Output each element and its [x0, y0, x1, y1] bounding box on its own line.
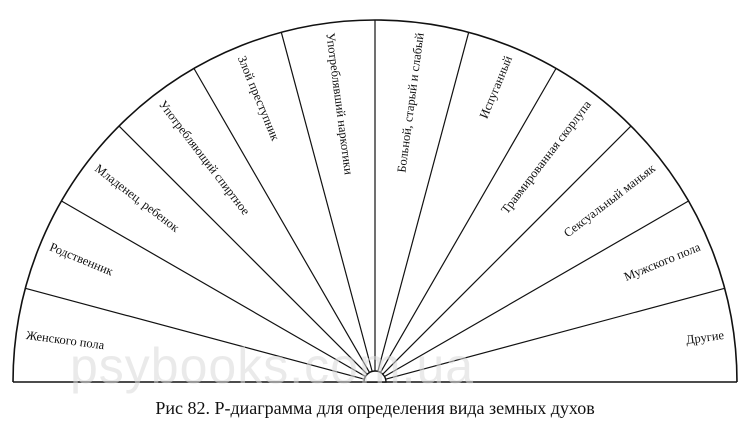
sector-label: Употребляющий спиртное [156, 98, 253, 218]
sector-divider [280, 32, 373, 372]
outer-semicircle [12, 19, 738, 383]
sector-divider [379, 68, 557, 373]
sector-divider [25, 287, 365, 380]
sector-label: Больной, старый и слабый [394, 32, 426, 174]
sector-lines [25, 20, 725, 380]
sector-label: Травмированная скорлупа [498, 97, 594, 216]
sector-divider [384, 200, 689, 378]
sector-label: Родственник [48, 240, 117, 279]
sector-label: Употреблявший наркотики [323, 32, 356, 176]
sector-label: Другие [685, 328, 725, 347]
sector-divider [382, 125, 632, 375]
sector-divider [61, 200, 366, 378]
sector-label: Испуганный [477, 53, 516, 120]
sector-label: Сексуальный маньяк [561, 161, 659, 240]
sector-label: Младенец, ребенок [92, 161, 183, 235]
sector-divider [193, 68, 371, 373]
figure-caption: Рис 82. Р-диаграмма для определения вида… [155, 398, 595, 418]
watermark: psybooks.com.ua [70, 338, 474, 394]
sector-label: Злой преступник [235, 54, 283, 144]
sector-divider [385, 287, 725, 380]
sector-divider [377, 32, 470, 372]
sector-label: Мужского пола [622, 240, 703, 284]
center-hub [363, 370, 387, 383]
sector-divider [118, 125, 368, 375]
